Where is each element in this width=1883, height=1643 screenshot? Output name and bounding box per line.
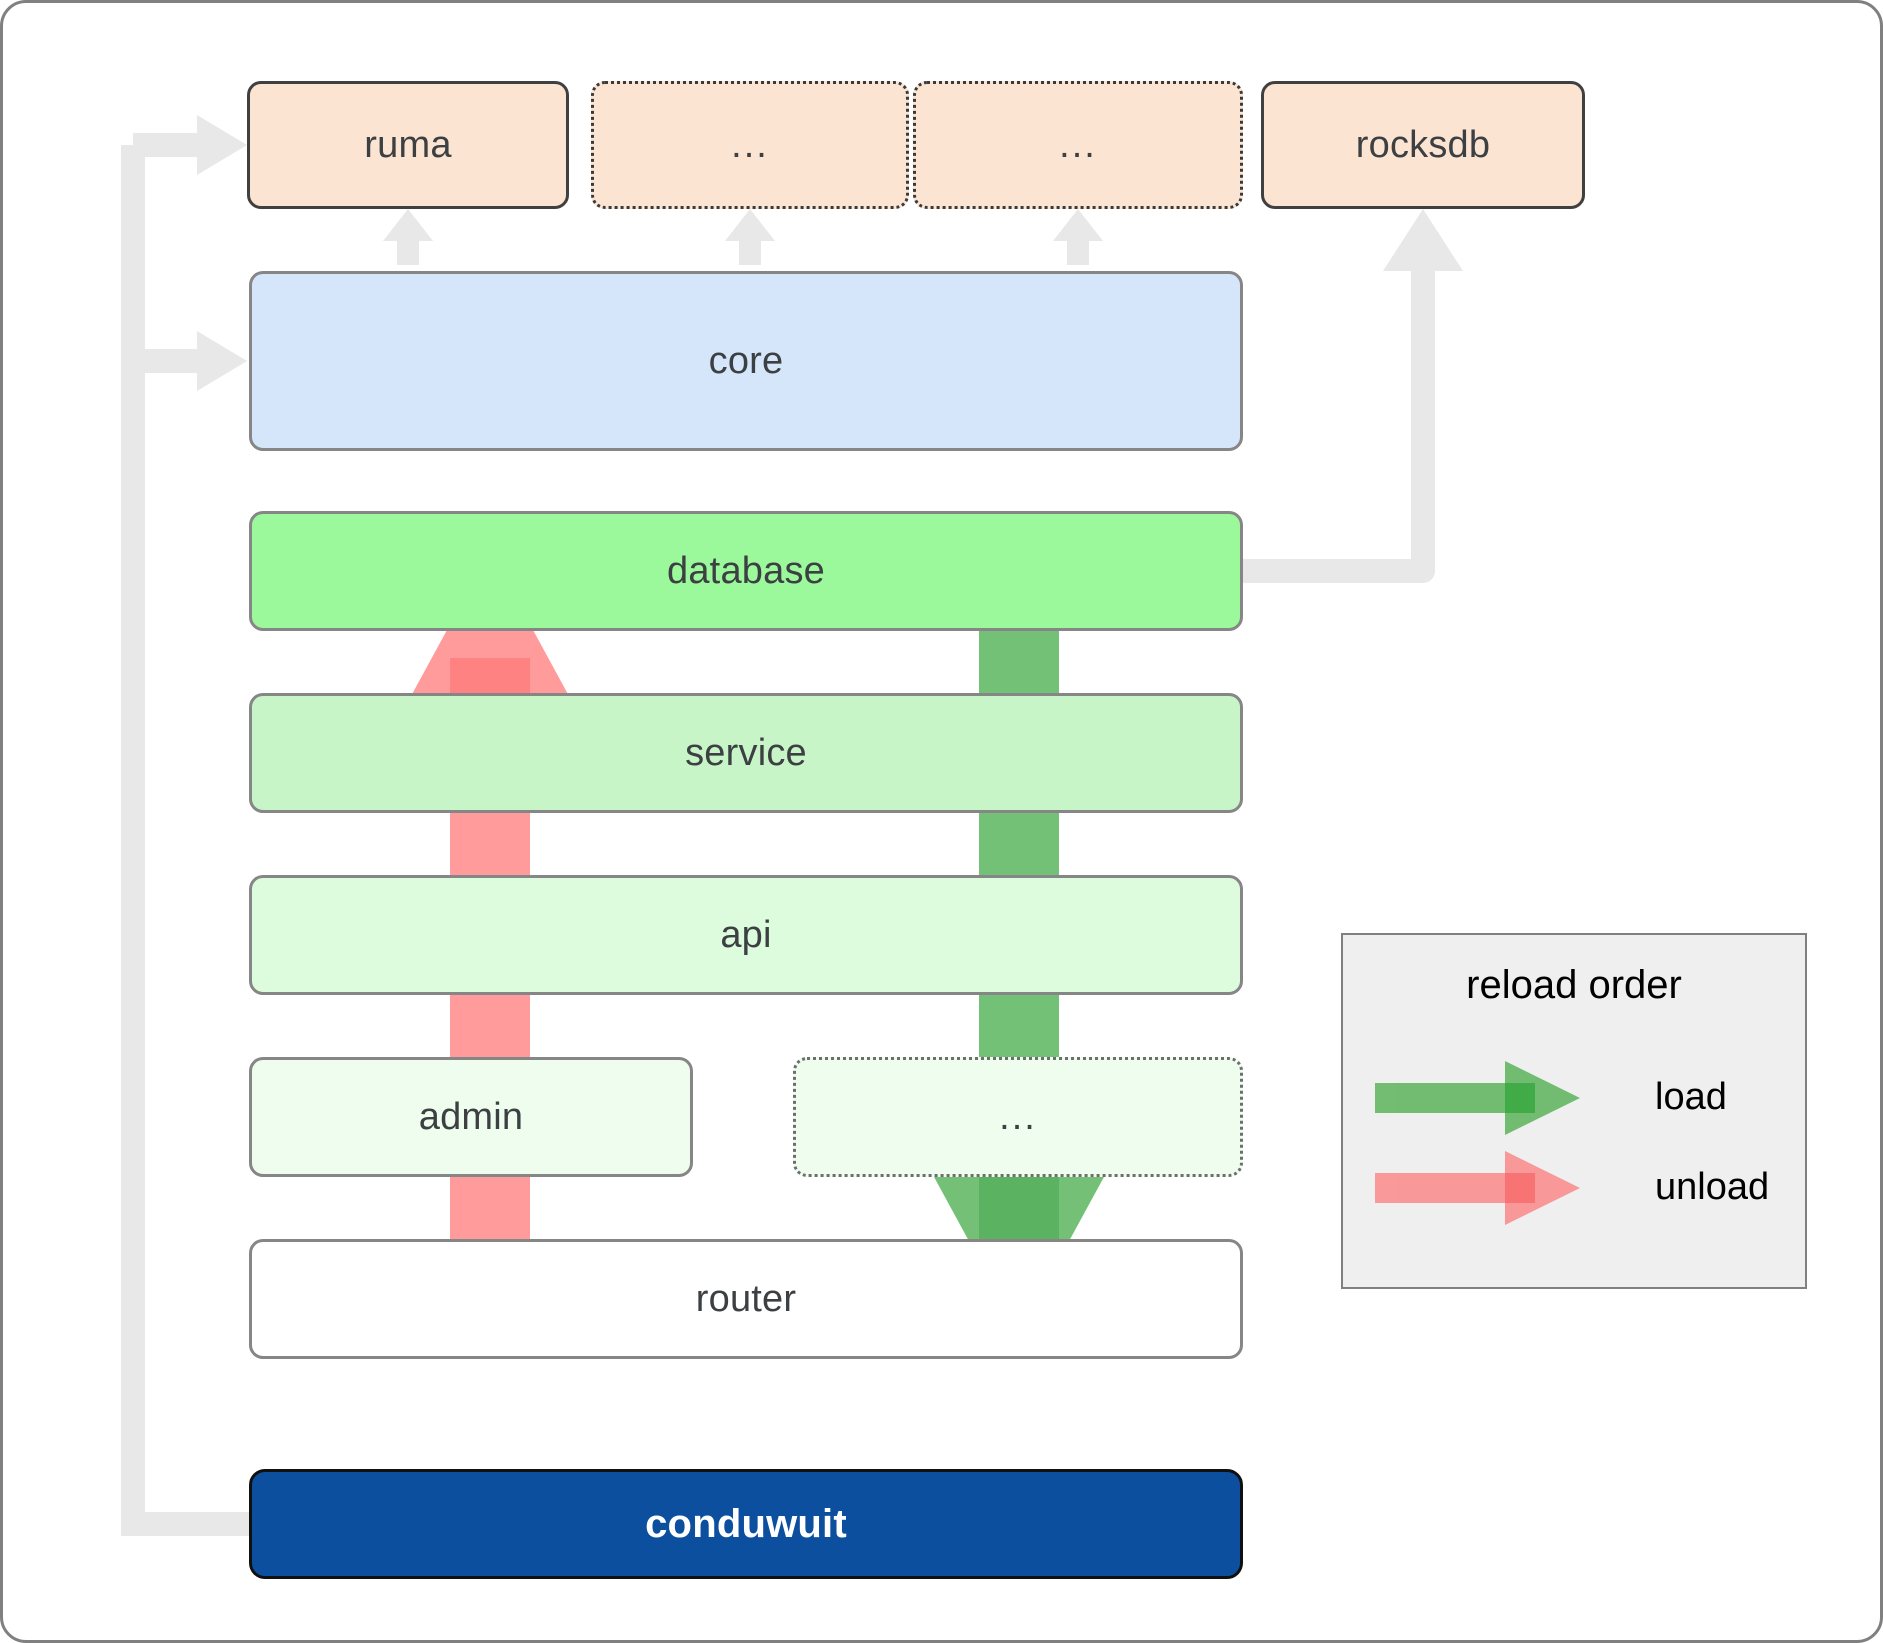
node-core[interactable]: core xyxy=(249,271,1243,451)
node-service-label: service xyxy=(685,731,807,774)
legend-row-load: load xyxy=(1375,1057,1727,1137)
node-conduwuit-label: conduwuit xyxy=(645,1501,847,1546)
node-ruma[interactable]: ruma xyxy=(247,81,569,209)
node-dependency-placeholder-2-label: ... xyxy=(1059,123,1097,166)
node-admin-label: admin xyxy=(418,1095,524,1138)
node-router-label: router xyxy=(695,1277,797,1320)
connector-database-to-rocksdb xyxy=(1243,209,1463,583)
node-stack-placeholder[interactable]: ... xyxy=(793,1057,1243,1177)
legend-title: reload order xyxy=(1466,963,1682,1007)
node-dependency-placeholder-1-label: ... xyxy=(731,123,769,166)
node-router[interactable]: router xyxy=(249,1239,1243,1359)
legend-load-arrow-icon xyxy=(1375,1061,1580,1135)
node-api-label: api xyxy=(720,913,772,956)
node-database[interactable]: database xyxy=(249,511,1243,631)
legend-unload-arrow-icon xyxy=(1375,1151,1580,1225)
node-rocksdb[interactable]: rocksdb xyxy=(1261,81,1585,209)
legend-load-label: load xyxy=(1655,1075,1727,1118)
legend-unload-label: unload xyxy=(1655,1165,1770,1208)
node-dependency-placeholder-1[interactable]: ... xyxy=(591,81,909,209)
node-service[interactable]: service xyxy=(249,693,1243,813)
node-core-label: core xyxy=(708,339,784,382)
node-dependency-placeholder-2[interactable]: ... xyxy=(913,81,1243,209)
node-api[interactable]: api xyxy=(249,875,1243,995)
node-ruma-label: ruma xyxy=(364,123,452,166)
node-stack-placeholder-label: ... xyxy=(999,1095,1037,1138)
node-conduwuit[interactable]: conduwuit xyxy=(249,1469,1243,1579)
connector-core-to-deps xyxy=(383,209,1103,265)
connector-conduwuit-bus xyxy=(121,115,249,1536)
node-database-label: database xyxy=(667,549,825,592)
legend-panel: reload order load unload xyxy=(1341,933,1807,1289)
arrow-layer xyxy=(121,115,1463,1536)
legend-row-unload: unload xyxy=(1375,1147,1769,1227)
node-admin[interactable]: admin xyxy=(249,1057,693,1177)
node-rocksdb-label: rocksdb xyxy=(1355,123,1491,166)
